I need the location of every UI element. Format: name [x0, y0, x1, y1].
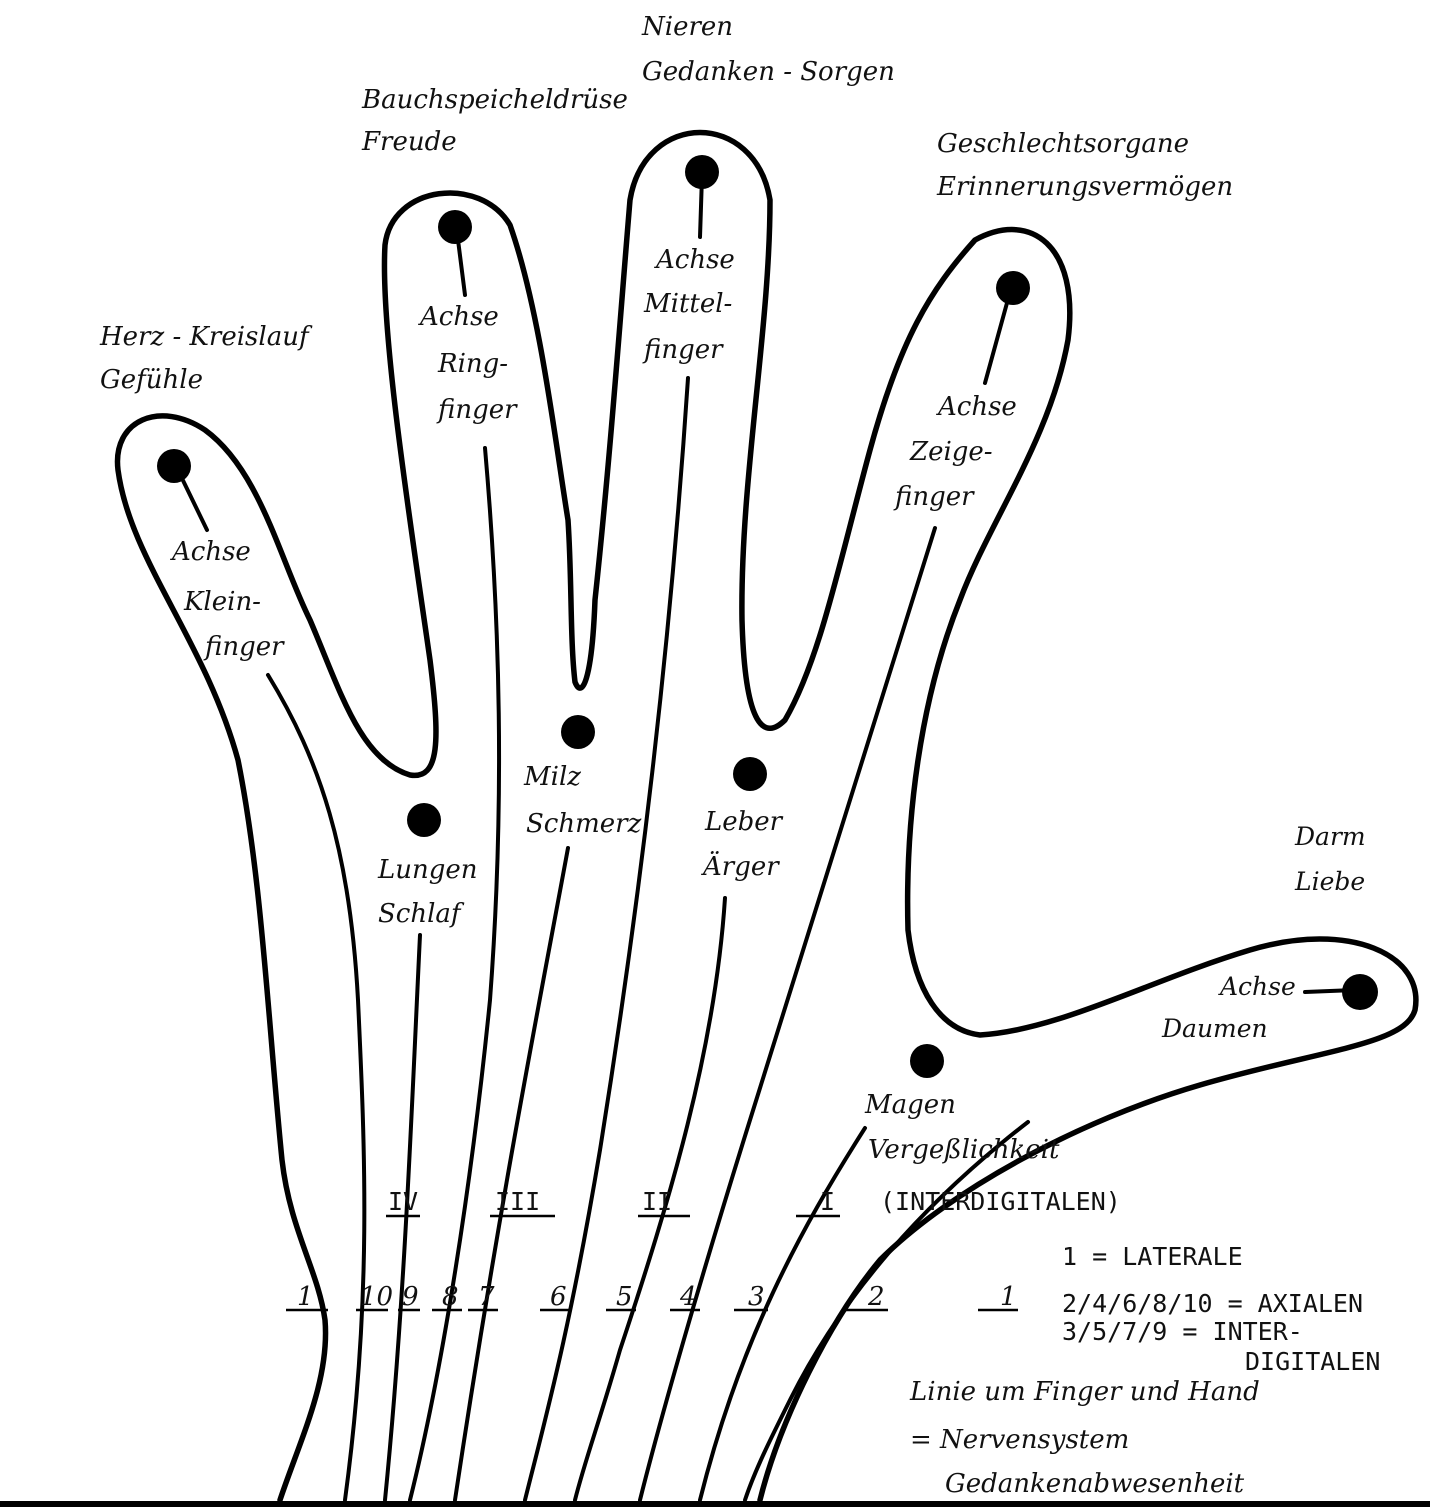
line-number-4: 4 — [679, 1282, 697, 1312]
numeral-ii: II — [642, 1187, 672, 1216]
ring-finger-emotion: Freude — [361, 127, 457, 157]
thumb-emotion: Liebe — [1294, 867, 1365, 896]
line-number-8: 8 — [442, 1282, 459, 1312]
pin-index-finger — [985, 292, 1010, 383]
thumb-axis-1: Achse — [1218, 972, 1296, 1001]
nerve-line-1-lateral-ulnar — [268, 675, 364, 1500]
spleen-label-emotion: Schmerz — [526, 809, 642, 839]
middle-finger-axis-3: finger — [642, 335, 724, 365]
lungs-label-organ: Lungen — [377, 855, 478, 885]
little-finger-axis-2: Klein- — [183, 587, 261, 617]
middle-finger-emotion: Gedanken - Sorgen — [642, 57, 895, 87]
legend-axial: 2/4/6/8/10 = AXIALEN — [1062, 1289, 1363, 1318]
interdigital-caption: (INTERDIGITALEN) — [880, 1187, 1121, 1216]
nerve-line-9 — [385, 935, 420, 1500]
note-line1: Linie um Finger und Hand — [909, 1377, 1260, 1407]
line-number-1-right: 1 — [1000, 1282, 1017, 1312]
point-ring-finger-dot — [438, 210, 472, 244]
line-number-6: 6 — [550, 1282, 567, 1312]
ring-finger-axis-3: finger — [436, 395, 518, 425]
middle-finger-axis-2: Mittel- — [643, 289, 732, 319]
legend-inter-line2: DIGITALEN — [1245, 1347, 1380, 1376]
note-line2: = Nervensystem — [910, 1425, 1129, 1455]
line-number-1-left: 1 — [297, 1282, 314, 1312]
liver-label-emotion: Ärger — [701, 851, 780, 882]
index-finger-organ: Geschlechtsorgane — [937, 129, 1189, 159]
liver-label-organ: Leber — [704, 807, 784, 837]
little-finger-axis-1: Achse — [170, 537, 251, 567]
stomach-label-organ: Magen — [864, 1090, 956, 1120]
numeral-iv: IV — [388, 1187, 418, 1216]
ring-finger-axis-1: Achse — [418, 302, 499, 332]
line-number-10: 10 — [360, 1282, 393, 1312]
numeral-i: I — [820, 1187, 835, 1216]
little-finger-organ: Herz - Kreislauf — [99, 322, 313, 352]
point-lungs-dot — [407, 803, 441, 837]
ring-finger-organ: Bauchspeicheldrüse — [361, 85, 628, 115]
middle-finger-organ: Nieren — [641, 12, 733, 42]
line-number-3: 3 — [748, 1282, 765, 1312]
little-finger-axis-3: finger — [203, 632, 285, 662]
index-finger-axis-1: Achse — [936, 392, 1017, 422]
point-index-finger-dot — [996, 271, 1030, 305]
spleen-label-organ: Milz — [523, 762, 581, 792]
line-numbers: 1 10 9 8 7 6 5 4 3 2 1 — [286, 1282, 1018, 1312]
middle-finger-axis-1: Achse — [654, 245, 735, 275]
index-finger-axis-3: finger — [893, 482, 975, 512]
pin-middle-finger — [700, 176, 702, 237]
thumb-organ: Darm — [1294, 822, 1366, 851]
point-stomach-dot — [910, 1044, 944, 1078]
line-number-2: 2 — [867, 1282, 885, 1312]
pin-thumb — [1305, 990, 1355, 992]
point-liver-dot — [733, 757, 767, 791]
note-line3: Gedankenabwesenheit — [945, 1469, 1245, 1499]
lungs-label-emotion: Schlaf — [378, 899, 465, 929]
little-finger-emotion: Gefühle — [100, 365, 203, 395]
nerve-line-index — [640, 528, 935, 1500]
line-number-9: 9 — [402, 1282, 419, 1312]
line-number-5: 5 — [616, 1282, 633, 1312]
index-finger-emotion: Erinnerungsvermögen — [936, 172, 1233, 202]
legend-lateral: 1 = LATERALE — [1062, 1242, 1243, 1271]
index-finger-axis-2: Zeige- — [909, 437, 993, 467]
ring-finger-axis-2: Ring- — [437, 349, 508, 379]
numeral-iii: III — [495, 1187, 540, 1216]
thumb-axis-2: Daumen — [1161, 1014, 1268, 1043]
pin-little-finger — [176, 466, 207, 530]
point-spleen-dot — [561, 715, 595, 749]
stomach-label-emotion: Vergeßlichkeit — [868, 1135, 1060, 1165]
legend-inter-line1: 3/5/7/9 = INTER- — [1062, 1317, 1303, 1346]
line-number-7: 7 — [478, 1282, 495, 1312]
